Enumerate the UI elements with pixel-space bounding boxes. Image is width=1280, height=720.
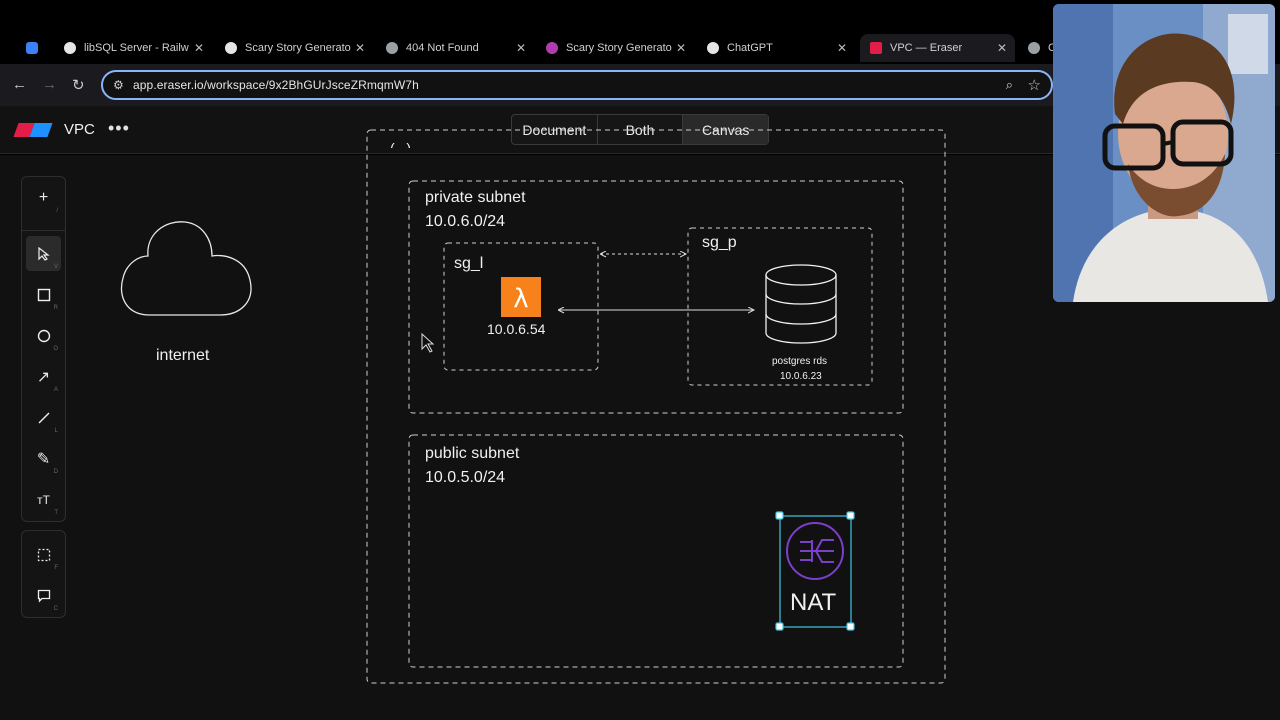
tab-libsql[interactable]: libSQL Server - Railw ✕ [64, 34, 204, 62]
frame-icon[interactable]: F [26, 537, 61, 572]
tab-vpc-eraser[interactable]: VPC — Eraser ✕ [860, 34, 1015, 62]
site-favicon-icon [225, 42, 237, 54]
tool-divider [21, 230, 66, 231]
globe-icon [386, 42, 398, 54]
eraser-favicon-icon [870, 42, 882, 54]
zoom-icon[interactable]: ⌕ [1005, 77, 1013, 92]
view-mode-canvas[interactable]: Canvas [683, 115, 769, 144]
add-icon[interactable]: +/ [38, 188, 58, 215]
site-favicon-icon [546, 42, 558, 54]
url-text[interactable]: app.eraser.io/workspace/9x2BhGUrJsceZRmq… [133, 78, 419, 92]
tab-overflow[interactable]: C [1028, 34, 1056, 62]
comment-icon[interactable]: C [26, 578, 61, 613]
circle-icon[interactable]: O [26, 318, 61, 353]
internet-label: internet [156, 347, 210, 364]
arrow-icon[interactable]: ↗A [36, 368, 58, 394]
view-mode-switch: Document Both Canvas [511, 114, 769, 145]
address-bar[interactable]: ⚙ app.eraser.io/workspace/9x2BhGUrJsceZR… [101, 70, 1053, 100]
private-subnet-title: private subnet [425, 189, 526, 206]
tab-title: Scary Story Generato [245, 42, 351, 54]
railway-favicon-icon [64, 42, 76, 54]
private-subnet-cidr: 10.0.6.0/24 [425, 213, 506, 230]
reload-icon[interactable]: ↻ [72, 77, 85, 94]
rectangle-icon[interactable]: R [26, 277, 61, 312]
database-label: postgres rds [772, 356, 828, 367]
document-title[interactable]: VPC [64, 121, 95, 138]
close-tab-icon[interactable]: ✕ [515, 41, 526, 55]
sg-l-title: sg_l [454, 255, 484, 272]
tool-palette-secondary: F C [21, 530, 66, 618]
line-icon[interactable]: L [26, 400, 61, 435]
vpc-label: (...) [390, 140, 411, 148]
back-icon[interactable]: ← [12, 76, 27, 93]
close-tab-icon[interactable]: ✕ [996, 41, 1007, 55]
forward-icon[interactable]: → [42, 76, 57, 93]
pinned-tab-icon [26, 42, 38, 54]
site-info-icon[interactable]: ⚙ [113, 78, 124, 92]
tab-title: Scary Story Generato [566, 42, 672, 54]
view-mode-both[interactable]: Both [598, 115, 684, 144]
lambda-ip: 10.0.6.54 [487, 321, 546, 337]
close-tab-icon[interactable]: ✕ [193, 41, 204, 55]
close-tab-icon[interactable]: ✕ [354, 41, 365, 55]
view-mode-document[interactable]: Document [512, 115, 598, 144]
pinned-tab[interactable] [26, 34, 46, 62]
bookmark-star-icon[interactable]: ☆ [1027, 77, 1041, 94]
database-ip: 10.0.6.23 [780, 371, 822, 382]
tab-title: VPC — Eraser [890, 42, 963, 54]
sg-p-title: sg_p [702, 234, 737, 251]
nat-label: NAT [790, 589, 837, 616]
eraser-logo[interactable] [13, 123, 53, 137]
tab-title: ChatGPT [727, 42, 773, 54]
chatgpt-favicon-icon [707, 42, 719, 54]
webcam-overlay [1053, 4, 1275, 302]
close-tab-icon[interactable]: ✕ [836, 41, 847, 55]
tab-chatgpt[interactable]: ChatGPT ✕ [707, 34, 847, 62]
close-tab-icon[interactable]: ✕ [675, 41, 686, 55]
tab-scary-story-1[interactable]: Scary Story Generato ✕ [225, 34, 365, 62]
pencil-icon[interactable]: ✎D [36, 450, 58, 476]
tab-scary-story-2[interactable]: Scary Story Generato ✕ [546, 34, 686, 62]
more-icon[interactable]: ••• [108, 118, 130, 138]
tab-title: 404 Not Found [406, 42, 479, 54]
public-subnet-cidr: 10.0.5.0/24 [425, 469, 506, 486]
tab-title: C [1048, 42, 1056, 54]
tab-title: libSQL Server - Railw [84, 42, 189, 54]
public-subnet-title: public subnet [425, 445, 520, 462]
globe-icon [1028, 42, 1040, 54]
select-icon[interactable]: V [26, 236, 61, 271]
tab-404[interactable]: 404 Not Found ✕ [386, 34, 526, 62]
